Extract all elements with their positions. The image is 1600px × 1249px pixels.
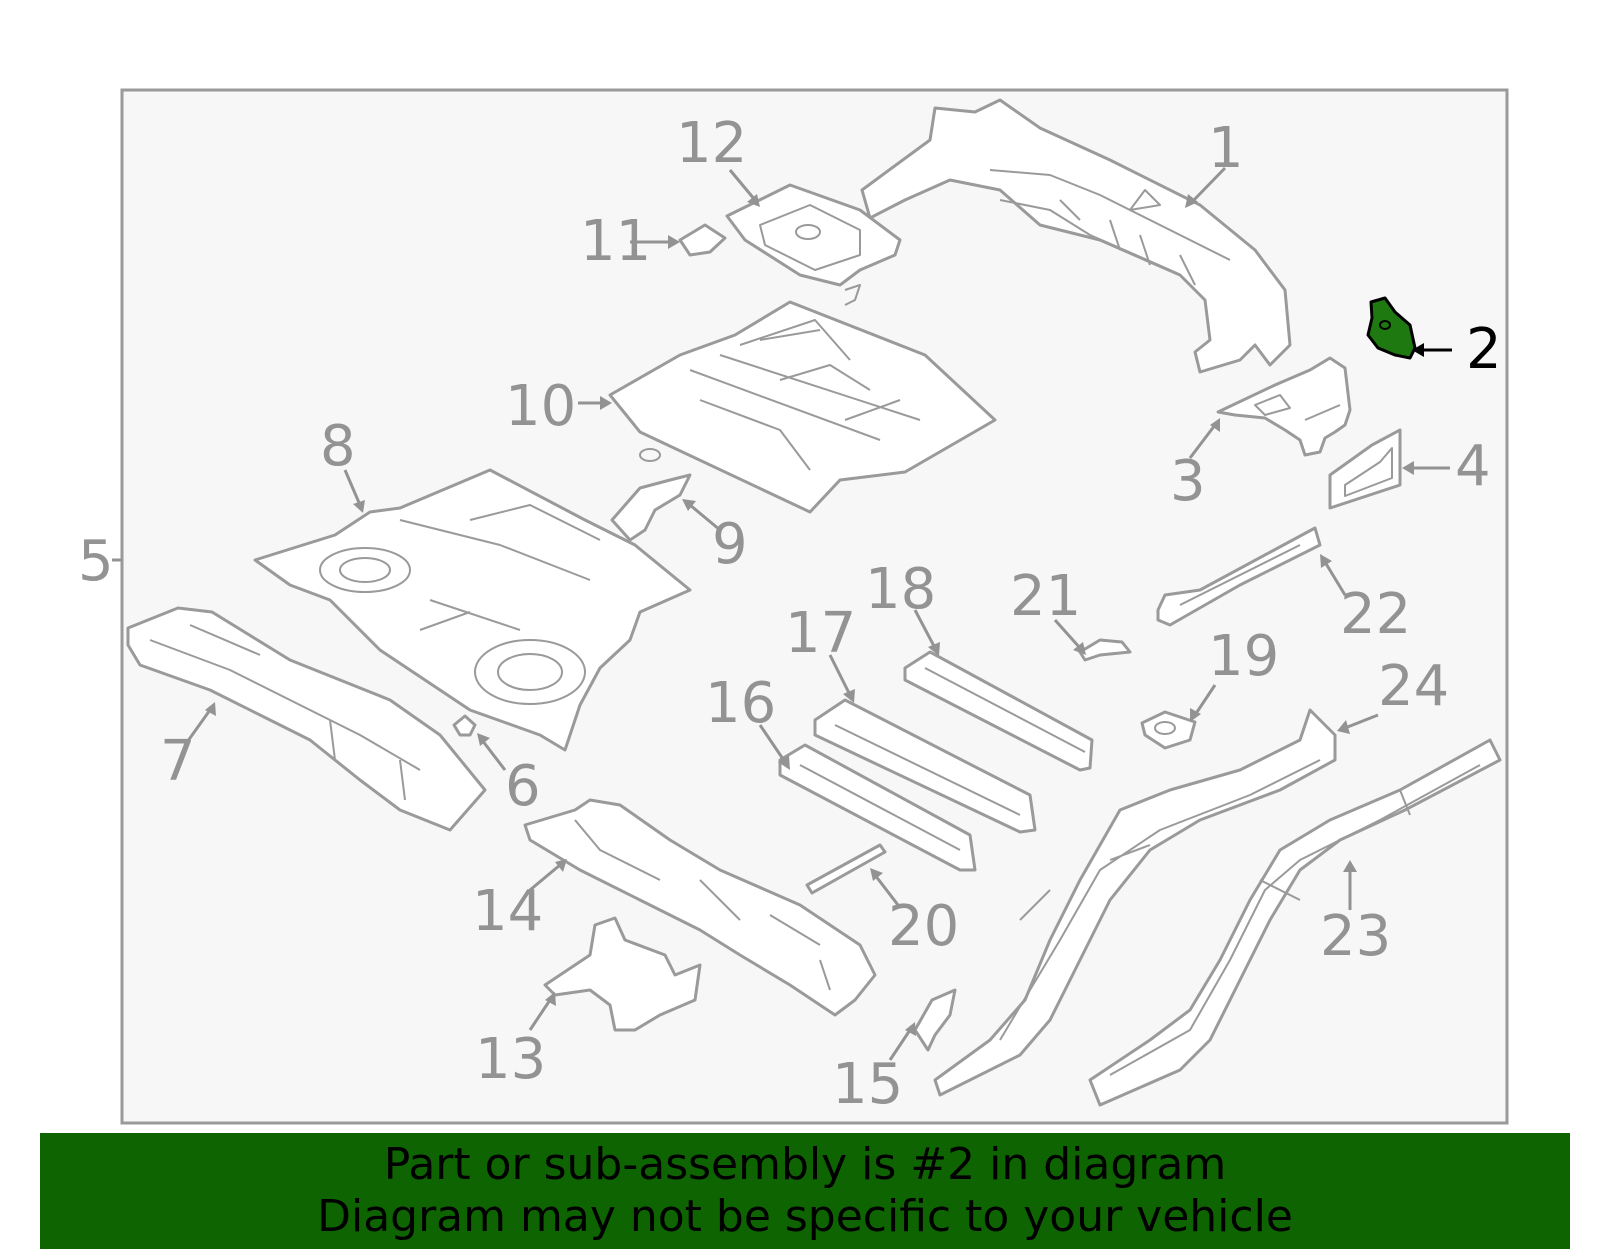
callout-7: 7 (160, 729, 196, 794)
leader-lines (112, 166, 1452, 1061)
callout-labels: 1 2 3 4 5 6 7 8 9 10 11 12 13 14 15 16 1… (78, 111, 1502, 1117)
callout-19: 19 (1208, 624, 1279, 689)
part-22[interactable] (1156, 526, 1322, 627)
part-14[interactable] (523, 798, 877, 1017)
part-23[interactable] (1088, 738, 1502, 1107)
part-13[interactable] (543, 916, 702, 1032)
part-18[interactable] (903, 650, 1094, 772)
part-3[interactable] (1216, 356, 1352, 457)
callout-18: 18 (865, 557, 936, 622)
part-4[interactable] (1328, 428, 1402, 510)
banner-line-2: Diagram may not be specific to your vehi… (317, 1191, 1293, 1242)
part-19[interactable] (1140, 710, 1197, 750)
part-17[interactable] (813, 698, 1037, 834)
callout-3: 3 (1170, 449, 1206, 514)
info-banner: Part or sub-assembly is #2 in diagram Di… (40, 1133, 1570, 1249)
callout-24: 24 (1378, 654, 1449, 719)
part-8[interactable] (253, 468, 692, 752)
callout-13: 13 (475, 1027, 546, 1092)
callout-11: 11 (580, 209, 651, 274)
parts-diagram: 1 2 3 4 5 6 7 8 9 10 11 12 13 14 15 16 1… (78, 88, 1509, 1125)
part-2-highlighted[interactable] (1366, 296, 1417, 360)
part-16[interactable] (778, 743, 977, 872)
callout-12: 12 (676, 111, 747, 176)
part-15[interactable] (913, 988, 957, 1052)
part-12[interactable] (725, 183, 902, 306)
part-1[interactable] (860, 98, 1292, 374)
callout-23: 23 (1320, 904, 1391, 969)
callout-20: 20 (888, 894, 959, 959)
callout-14: 14 (472, 879, 543, 944)
callout-9: 9 (712, 512, 748, 577)
callout-6: 6 (505, 754, 541, 819)
part-24[interactable] (933, 708, 1337, 1097)
callout-22: 22 (1340, 582, 1411, 647)
callout-21: 21 (1010, 564, 1081, 629)
part-20[interactable] (805, 843, 887, 895)
callout-4: 4 (1455, 434, 1491, 499)
callout-16: 16 (705, 671, 776, 736)
part-10[interactable] (608, 300, 997, 514)
callout-15: 15 (832, 1052, 903, 1117)
callout-17: 17 (785, 601, 856, 666)
part-7[interactable] (126, 606, 487, 832)
callout-2: 2 (1466, 317, 1502, 382)
banner-line-1: Part or sub-assembly is #2 in diagram (383, 1139, 1227, 1190)
part-11[interactable] (678, 223, 727, 257)
callout-8: 8 (320, 414, 356, 479)
part-6[interactable] (452, 714, 477, 737)
callout-5: 5 (78, 529, 114, 594)
part-21[interactable] (1078, 638, 1132, 662)
part-9[interactable] (610, 473, 692, 542)
callout-1: 1 (1208, 116, 1244, 181)
callout-10: 10 (505, 374, 576, 439)
